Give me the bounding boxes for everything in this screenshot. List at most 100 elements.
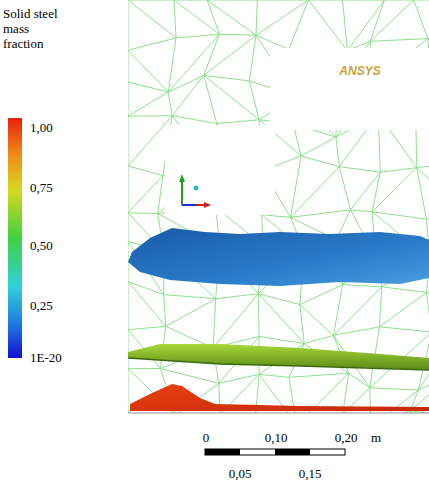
mesh-line xyxy=(256,0,257,35)
mesh-line xyxy=(370,0,414,41)
triad-panel xyxy=(165,125,275,215)
green-region xyxy=(128,344,429,370)
scale-value: 0,20 xyxy=(335,430,358,445)
colorbar-tick: 0,75 xyxy=(30,180,53,195)
mesh-line xyxy=(300,305,334,336)
mesh-line xyxy=(128,82,129,116)
mesh-line xyxy=(417,160,429,167)
mesh-line xyxy=(158,176,163,214)
mesh-line xyxy=(347,0,384,51)
scale-value: 0 xyxy=(203,430,210,445)
mesh-line xyxy=(414,0,428,39)
mesh-line xyxy=(128,330,129,369)
mesh-line xyxy=(426,293,429,333)
mesh-line xyxy=(128,0,176,38)
mesh-line xyxy=(160,369,218,384)
mesh-line xyxy=(414,0,429,1)
colorbar-tick: 1E-20 xyxy=(30,350,62,365)
mesh-line xyxy=(259,336,304,343)
mesh-line xyxy=(128,116,129,166)
mesh-line xyxy=(128,115,172,116)
scale-value: 0,05 xyxy=(229,466,252,481)
colorbar-tick: 0,25 xyxy=(30,298,53,313)
mesh-line xyxy=(339,167,380,172)
mesh-line xyxy=(300,305,304,344)
scale-bar xyxy=(205,449,345,455)
axis-triad xyxy=(179,174,211,208)
mesh-line xyxy=(343,285,382,287)
mesh-line xyxy=(128,326,166,329)
mesh-line xyxy=(301,156,339,167)
mesh-line xyxy=(174,0,176,38)
mesh-line xyxy=(343,0,348,51)
mesh-line xyxy=(128,213,129,242)
mesh-line xyxy=(301,137,336,156)
mesh-line xyxy=(349,373,370,387)
scale-unit: m xyxy=(371,430,381,445)
mesh-line xyxy=(128,282,129,330)
mesh-line xyxy=(128,92,168,116)
mesh-line xyxy=(128,369,129,413)
mesh-line xyxy=(380,168,416,172)
mesh-line xyxy=(128,166,129,213)
mesh-line xyxy=(418,372,429,390)
mesh-line xyxy=(300,285,343,305)
legend-title: Solid steel mass fraction xyxy=(3,6,69,51)
mesh-line xyxy=(204,75,250,81)
mesh-line xyxy=(128,50,129,82)
mesh-line xyxy=(291,167,340,218)
mesh-line xyxy=(216,294,259,299)
mesh-line xyxy=(213,294,258,348)
mesh-grid xyxy=(128,0,429,413)
mesh-line xyxy=(336,137,339,167)
mesh-line xyxy=(174,0,207,1)
mesh-line xyxy=(428,0,429,39)
mesh-line xyxy=(128,38,176,50)
mesh-line xyxy=(379,327,429,332)
mesh-line xyxy=(370,388,419,390)
mesh-line xyxy=(333,287,381,336)
mesh-line xyxy=(370,39,428,42)
mesh-line xyxy=(258,294,300,305)
mesh-line xyxy=(426,215,429,219)
mesh-line xyxy=(207,0,257,1)
mesh-line xyxy=(384,0,413,1)
mesh-line xyxy=(128,82,168,92)
mesh-line xyxy=(128,176,163,213)
mesh-line xyxy=(128,50,168,92)
mesh-line xyxy=(128,212,158,214)
mesh-line xyxy=(304,335,333,343)
mesh-line xyxy=(372,172,380,212)
base-line xyxy=(128,413,429,414)
mesh-line xyxy=(164,295,216,299)
mesh-line xyxy=(213,299,216,348)
mesh-line xyxy=(262,215,291,218)
mesh-line xyxy=(339,167,350,210)
mesh-line xyxy=(204,35,256,75)
mesh-line xyxy=(164,295,166,327)
mesh-line xyxy=(174,0,219,34)
mesh-line xyxy=(343,0,385,1)
mesh-line xyxy=(128,0,174,1)
mesh-line xyxy=(172,75,204,115)
mesh-line xyxy=(379,293,426,327)
mesh-line xyxy=(166,299,216,327)
mesh-line xyxy=(168,75,204,92)
mesh-line xyxy=(379,287,381,327)
mesh-line xyxy=(168,92,172,116)
watermark: ANSYS xyxy=(339,64,380,79)
mesh-line xyxy=(333,327,379,336)
mesh-line xyxy=(128,166,163,176)
mesh-line xyxy=(308,0,347,51)
mesh-line xyxy=(308,0,342,1)
colorbar-tick: 1,00 xyxy=(30,120,53,135)
mesh-line xyxy=(258,294,260,337)
mesh-line xyxy=(204,75,259,119)
mesh-line xyxy=(256,0,308,35)
mesh-line xyxy=(289,0,309,49)
mesh-line xyxy=(207,0,256,35)
mesh-line xyxy=(128,282,166,327)
mesh-line xyxy=(168,34,219,92)
scale-value: 0,10 xyxy=(265,430,288,445)
logo-panel xyxy=(270,48,429,130)
